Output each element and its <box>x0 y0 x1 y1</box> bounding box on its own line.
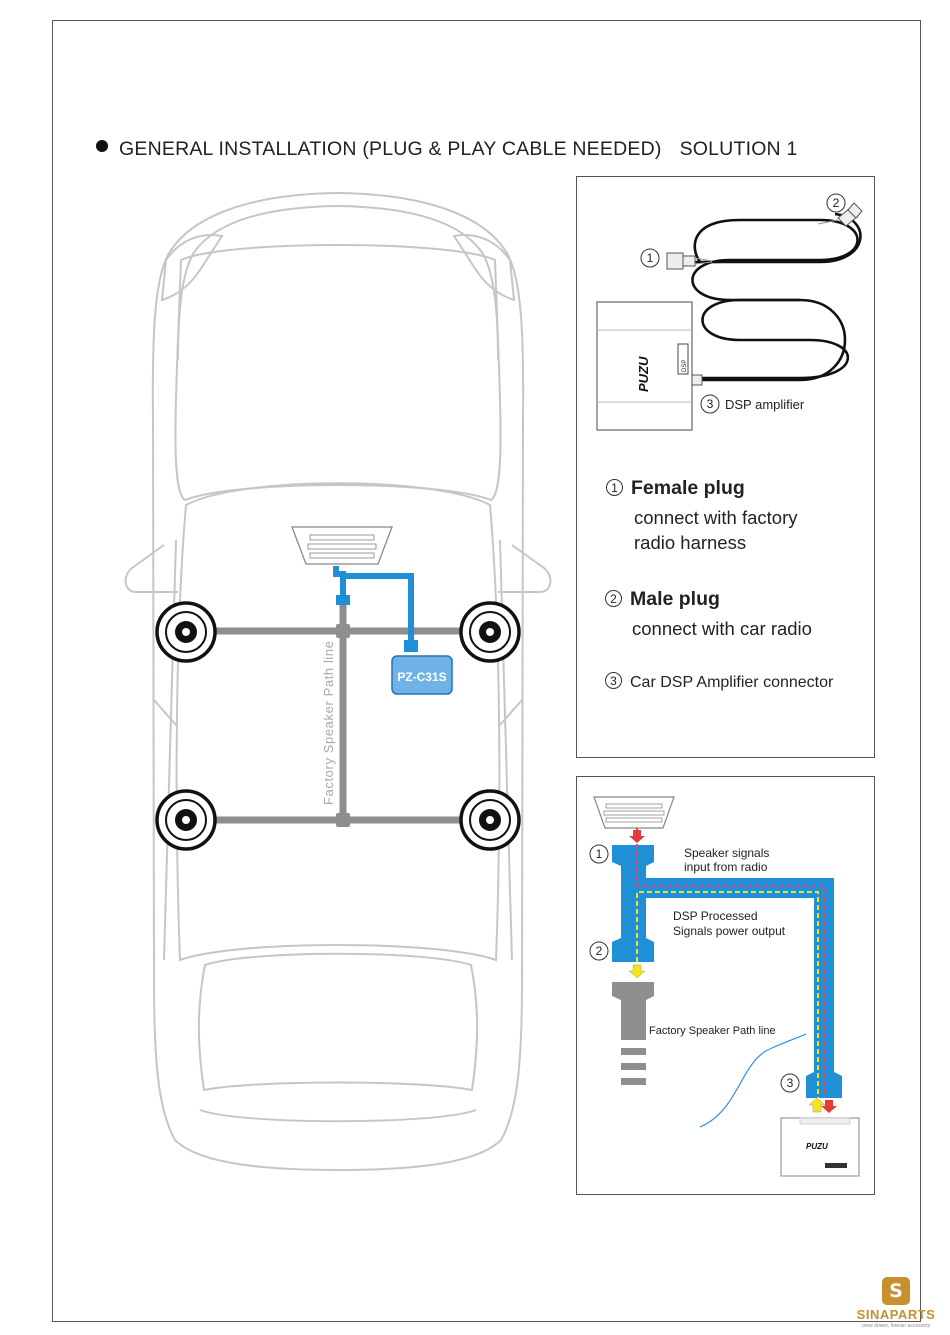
legend-desc-3: Car DSP Amplifier connector <box>630 674 834 691</box>
signal-marker-2: 2 <box>596 944 603 958</box>
amplifier-label: DSP amplifier <box>725 397 805 412</box>
heading-solution: SOLUTION 1 <box>679 138 798 160</box>
page-frame <box>52 20 921 1322</box>
car-body-outline <box>151 191 525 1172</box>
svg-text:DSP: DSP <box>682 360 688 372</box>
legend-desc-1a: connect with factory <box>634 507 798 528</box>
input-label-line1: Speaker signals <box>684 846 769 860</box>
output-arrow-icon <box>628 964 646 979</box>
signal-marker-1: 1 <box>596 847 603 861</box>
left-mirror <box>124 544 178 593</box>
speaker-front-right <box>459 601 521 663</box>
cable-panel <box>576 176 875 758</box>
speaker-front-left <box>155 601 217 663</box>
legend-marker-2: 2 <box>605 590 622 607</box>
heading-title: GENERAL INSTALLATION (PLUG & PLAY CABLE … <box>119 138 662 160</box>
right-mirror <box>498 544 552 593</box>
legend-item-2: 2 Male plug connect with car radio <box>605 588 812 641</box>
logo-badge-icon: S <box>882 1277 910 1305</box>
page-heading: GENERAL INSTALLATION (PLUG & PLAY CABLE … <box>96 138 798 161</box>
male-plug-connector <box>817 202 863 227</box>
female-plug-connector <box>666 252 713 270</box>
logo-name: SINAPARTS <box>856 1307 936 1322</box>
cabin-outline <box>175 482 501 962</box>
factory-path-wire <box>699 1033 807 1128</box>
input-signal-line <box>636 828 825 1098</box>
legend-marker-1: 1 <box>606 479 623 496</box>
cable-marker-2: 2 <box>833 196 840 210</box>
pz-module-label: PZ-C31S <box>397 670 446 684</box>
amplifier-connector <box>691 374 703 386</box>
input-arrow-icon <box>629 830 645 843</box>
amp-input-arrow-icon <box>821 1100 837 1113</box>
cable-marker-1: 1 <box>647 251 654 265</box>
legend-desc-2: connect with car radio <box>632 618 812 639</box>
dsp-device: PUZU DSP <box>596 301 693 431</box>
output-label-line2: Signals power output <box>673 924 786 938</box>
speaker-rear-left <box>155 789 217 851</box>
signal-dsp-device: PUZU <box>780 1117 860 1177</box>
output-signal-line <box>636 891 819 1098</box>
speaker-rear-right <box>459 789 521 851</box>
input-label-line2: input from radio <box>684 860 768 874</box>
legend-title-2: Male plug <box>630 588 720 610</box>
windshield <box>174 244 502 502</box>
factory-path-stub <box>612 982 654 1085</box>
legend-marker-3: 3 <box>605 672 622 689</box>
legend-item-1: 1 Female plug connect with factory radio … <box>606 477 798 555</box>
watermark-logo: S SINAPARTS once driven, forever accesso… <box>852 1277 940 1335</box>
pz-module-box <box>391 655 453 695</box>
legend-title-1: Female plug <box>631 477 745 499</box>
amp-output-arrow-icon <box>808 1097 826 1113</box>
car-radio-head-unit <box>291 526 393 565</box>
signal-harness <box>612 845 842 1098</box>
legend-desc-1b: radio harness <box>634 532 747 553</box>
legend-item-3: 3 Car DSP Amplifier connector <box>605 672 833 692</box>
signal-path-label: Factory Speaker Path line <box>649 1025 776 1037</box>
svg-text:PUZU: PUZU <box>806 1142 828 1151</box>
cable-marker-3: 3 <box>707 397 714 411</box>
bullet-icon <box>96 140 108 152</box>
logo-tagline: once driven, forever accessory <box>861 1323 931 1329</box>
pz-cable <box>333 566 414 642</box>
signal-radio-icon <box>593 796 675 829</box>
rear-window <box>197 952 479 1092</box>
svg-text:PUZU: PUZU <box>636 356 651 392</box>
signal-marker-3: 3 <box>787 1076 794 1090</box>
car-path-label: Factory Speaker Path line <box>321 640 336 805</box>
output-label-line1: DSP Processed <box>673 909 758 923</box>
